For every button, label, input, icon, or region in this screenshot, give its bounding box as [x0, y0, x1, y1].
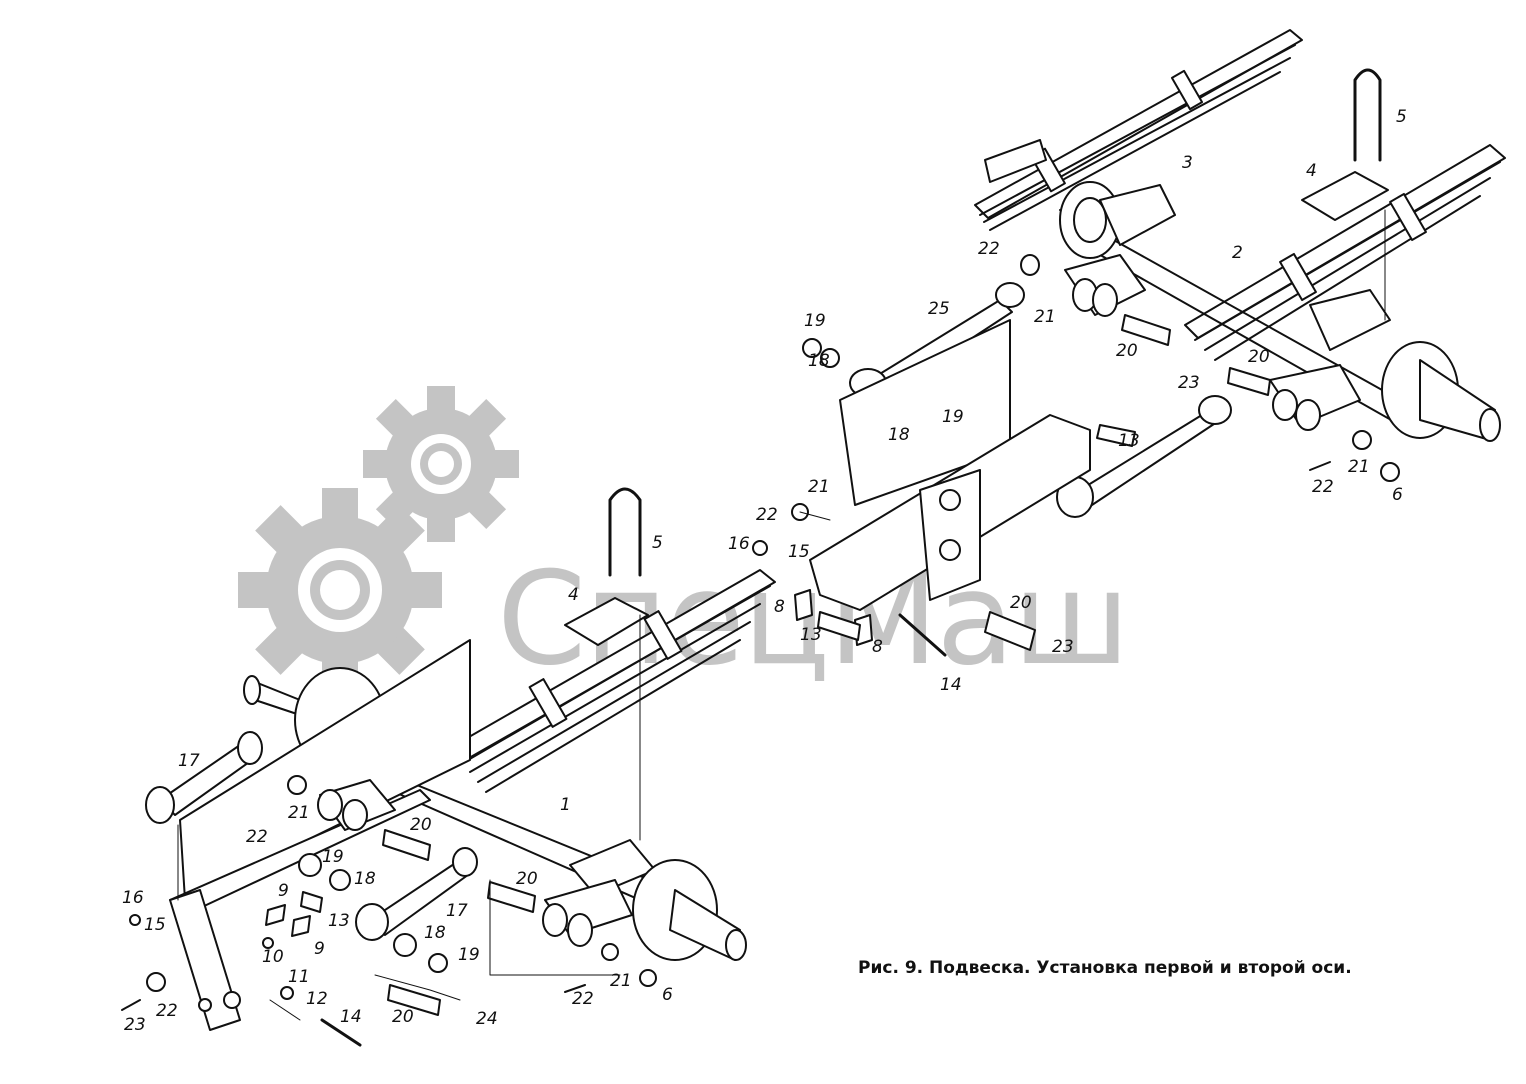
part-label: 22 — [978, 239, 1000, 259]
part-label: 21 — [1034, 307, 1056, 327]
watermark-logo: СпецМаш — [238, 386, 1130, 694]
part-label: 22 — [572, 989, 594, 1009]
part-label: 20 — [1010, 593, 1032, 613]
part-label: 18 — [808, 351, 830, 371]
figure-caption: Рис. 9. Подвеска. Установка первой и вто… — [858, 958, 1352, 978]
part-label: 19 — [458, 945, 480, 965]
part-label: 2 — [1232, 243, 1243, 263]
part-label: 22 — [756, 505, 778, 525]
part-label: 15 — [144, 915, 166, 935]
part-label: 3 — [1182, 153, 1193, 173]
part-label: 1 — [560, 795, 571, 815]
part-label: 20 — [392, 1007, 414, 1027]
reaction-rods-front — [145, 731, 478, 941]
part-label: 22 — [156, 1001, 178, 1021]
part-label: 5 — [652, 533, 663, 553]
part-label: 14 — [940, 675, 962, 695]
part-label: 9 — [314, 939, 325, 959]
part-label: 14 — [340, 1007, 362, 1027]
part-label: 23 — [124, 1015, 146, 1035]
part-label: 4 — [1306, 161, 1317, 181]
part-label: 18 — [888, 425, 910, 445]
leaf-spring-rear-upper — [974, 29, 1303, 231]
part-label: 19 — [942, 407, 964, 427]
part-label: 16 — [728, 534, 750, 554]
gear-small-icon — [363, 386, 519, 542]
part-label: 21 — [610, 971, 632, 991]
front-hardware — [121, 775, 657, 1047]
part-label: 19 — [804, 311, 826, 331]
leader-lines — [177, 209, 1386, 1021]
part-label: 22 — [246, 827, 268, 847]
u-bolt-front — [564, 487, 649, 646]
part-label: 20 — [410, 815, 432, 835]
suspension-drawing — [121, 29, 1506, 1047]
part-label: 19 — [322, 847, 344, 867]
part-label: 13 — [800, 625, 822, 645]
part-label: 20 — [1116, 341, 1138, 361]
part-label: 17 — [178, 751, 200, 771]
part-label: 6 — [662, 985, 673, 1005]
part-label: 4 — [568, 585, 579, 605]
part-label: 18 — [354, 869, 376, 889]
part-label: 11 — [288, 967, 310, 987]
part-label: 16 — [122, 888, 144, 908]
part-label: 6 — [1392, 485, 1403, 505]
rear-bracket-parts — [1020, 254, 1400, 482]
part-label: 9 — [278, 881, 289, 901]
leaf-spring-front — [454, 569, 776, 793]
part-label: 13 — [1118, 431, 1140, 451]
part-label: 24 — [476, 1009, 498, 1029]
part-label: 20 — [516, 869, 538, 889]
part-label: 8 — [872, 637, 883, 657]
gear-large-icon — [238, 488, 442, 692]
part-label: 21 — [1348, 457, 1370, 477]
part-label: 17 — [446, 901, 468, 921]
part-label: 21 — [808, 477, 830, 497]
part-label: 8 — [774, 597, 785, 617]
part-label: 20 — [1248, 347, 1270, 367]
u-bolt-rear — [1301, 68, 1389, 221]
part-label: 21 — [288, 803, 310, 823]
part-label: 13 — [328, 911, 350, 931]
central-bracket — [752, 319, 1136, 657]
part-label: 22 — [1312, 477, 1334, 497]
part-label: 25 — [928, 299, 950, 319]
part-label: 5 — [1396, 107, 1407, 127]
part-labels: 1 2 3 4 4 5 5 6 6 8 8 9 9 10 11 12 13 13… — [122, 107, 1407, 1035]
leaf-spring-rear-right — [1184, 144, 1506, 361]
part-label: 12 — [306, 989, 328, 1009]
part-label: 10 — [262, 947, 284, 967]
part-label: 15 — [788, 542, 810, 562]
part-label: 23 — [1052, 637, 1074, 657]
part-label: 23 — [1178, 373, 1200, 393]
part-label: 18 — [424, 923, 446, 943]
